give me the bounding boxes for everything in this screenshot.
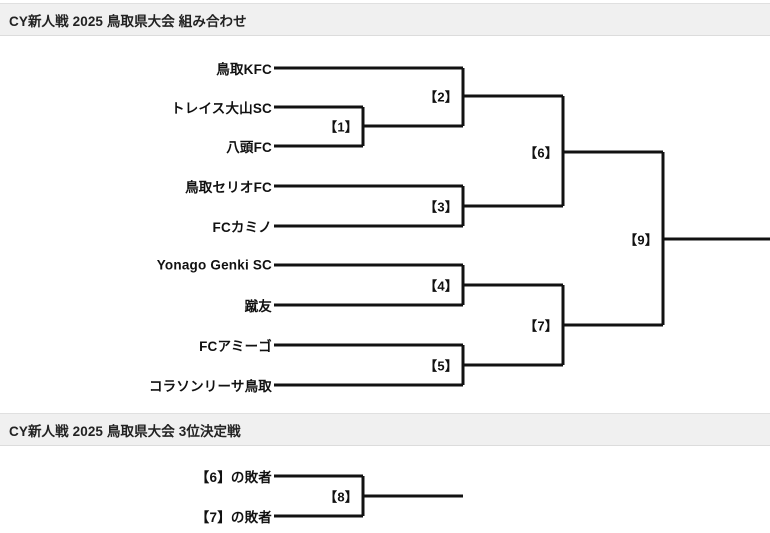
match-label-1: 【1】 — [324, 119, 358, 135]
match-label-4: 【4】 — [424, 278, 458, 294]
section-title-main: CY新人戦 2025 鳥取県大会 組み合わせ — [9, 13, 247, 29]
team-label-3: 鳥取セリオFC — [185, 180, 272, 195]
section-header-third-place: CY新人戦 2025 鳥取県大会 3位決定戦 — [0, 413, 770, 446]
section-title-third-place: CY新人戦 2025 鳥取県大会 3位決定戦 — [9, 423, 241, 439]
team-label-8: コラソンリーサ鳥取 — [148, 379, 272, 394]
team-label-6: 蹴友 — [244, 299, 272, 314]
match-label-5: 【5】 — [424, 358, 458, 374]
team-label-0: 鳥取KFC — [216, 62, 272, 77]
third-place-entrant-1: 【7】の敗者 — [195, 510, 272, 525]
third-place-entrant-0: 【6】の敗者 — [195, 470, 272, 485]
match-label-8: 【8】 — [324, 489, 358, 505]
match-label-7: 【7】 — [524, 318, 558, 334]
team-label-7: FCアミーゴ — [199, 339, 272, 354]
team-label-4: FCカミノ — [212, 220, 272, 235]
team-label-5: Yonago Genki SC — [156, 257, 272, 273]
match-label-2: 【2】 — [424, 89, 458, 105]
match-label-9: 【9】 — [624, 232, 658, 248]
match-label-3: 【3】 — [424, 199, 458, 215]
match-label-6: 【6】 — [524, 145, 558, 161]
team-label-1: トレイス大山SC — [171, 101, 272, 116]
team-label-2: 八頭FC — [226, 140, 272, 155]
section-header-main: CY新人戦 2025 鳥取県大会 組み合わせ — [0, 3, 770, 36]
